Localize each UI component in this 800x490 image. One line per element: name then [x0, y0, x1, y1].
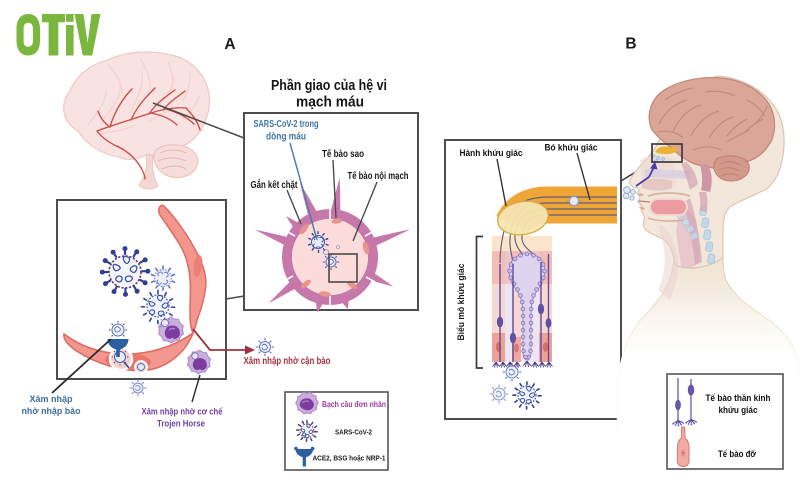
svg-text:Phần giao của hệ vi: Phần giao của hệ vi: [271, 77, 387, 94]
svg-text:Tế bào đỡ: Tế bào đỡ: [718, 449, 756, 459]
svg-text:nhờ nhập bào: nhờ nhập bào: [22, 406, 81, 417]
svg-text:A: A: [224, 36, 235, 53]
svg-text:khứu giác: khứu giác: [719, 405, 758, 415]
svg-text:Tế bào nội mạch: Tế bào nội mạch: [348, 170, 409, 182]
svg-text:B: B: [625, 36, 636, 53]
svg-text:Tế bào thần kinh: Tế bào thần kinh: [706, 393, 771, 403]
svg-text:Xâm nhập: Xâm nhập: [30, 394, 73, 405]
svg-text:Hành khứu giác: Hành khứu giác: [460, 148, 523, 159]
svg-text:SARS-CoV-2 trong: SARS-CoV-2 trong: [254, 119, 319, 130]
svg-text:mạch máu: mạch máu: [296, 94, 364, 111]
svg-text:dòng máu: dòng máu: [266, 132, 306, 143]
svg-text:Gắn kết chặt: Gắn kết chặt: [251, 178, 299, 191]
svg-text:SARS-CoV-2: SARS-CoV-2: [335, 428, 372, 437]
svg-text:Bạch cầu đơn nhân: Bạch cầu đơn nhân: [322, 399, 386, 409]
svg-text:Xâm nhập nhờ cận bào: Xâm nhập nhờ cận bào: [244, 356, 331, 367]
svg-text:Xâm nhập nhờ cơ chế: Xâm nhập nhờ cơ chế: [142, 407, 224, 418]
svg-text:ACE2, BSG hoặc NRP-1: ACE2, BSG hoặc NRP-1: [313, 454, 386, 463]
svg-text:Bó khứu giác: Bó khứu giác: [545, 143, 598, 154]
svg-text:Biểu mô khứu giác: Biểu mô khứu giác: [456, 264, 466, 341]
svg-text:Trojen Horse: Trojen Horse: [157, 419, 205, 430]
svg-text:Tế bào sao: Tế bào sao: [322, 148, 364, 160]
